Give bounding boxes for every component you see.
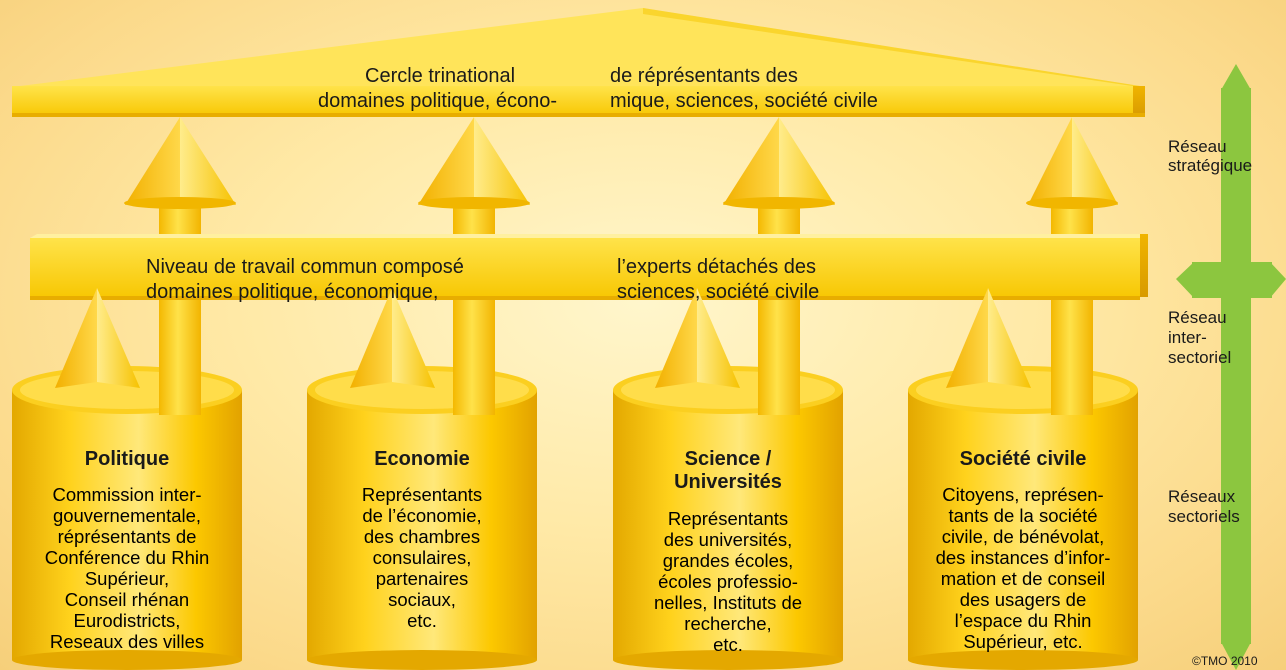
label-reseau-strategique-l1: Réseau [1168,137,1227,156]
lower-cones [55,288,1031,388]
pillar-line: Eurodistricts, [73,610,181,631]
roof-text-l1-left: Cercle trinational [365,65,516,87]
pillar-line: réprésentants de [57,526,197,547]
pillar-line: recherche, [684,613,772,634]
pillar-title-societe-civile: Société civile [959,448,1087,470]
pillar-body-economie: Représentants de l’économie, des chambre… [307,484,537,631]
pillar-line: des instances d’infor- [935,547,1111,568]
pillar-line: Conférence du Rhin [44,547,210,568]
pillar-line: Supérieur, etc. [963,631,1083,652]
pillar-line: écoles professio- [658,571,798,592]
pillar-line: grandes écoles, [662,550,794,571]
copyright: ©TMO 2010 [1192,654,1258,668]
pillar-line: Représentants [361,484,483,505]
pillar-line: des chambres [363,526,481,547]
pillar-title-politique: Politique [84,448,170,470]
pillar-body-societe-civile: Citoyens, représen- tants de la société … [908,484,1138,652]
pillar-title-science-l2: Universités [674,471,782,493]
pillar-line: civile, de bénévolat, [941,526,1105,547]
pillar-body-science: Représentants des universités, grandes é… [613,508,843,655]
pillar-title-economie: Economie [374,448,470,470]
pillar-line: Supérieur, [84,568,170,589]
pillar-title-science-l1: Science / [684,448,772,470]
pillar-line: Conseil rhénan [64,589,190,610]
pillar-line: Commission inter- [52,484,202,505]
label-reseaux-sectoriels-l1: Réseaux [1168,487,1236,506]
pillar-line: Citoyens, représen- [942,484,1104,505]
pillar-line: Représentants [667,508,789,529]
middle-bar [30,234,1148,300]
bar-text-l1-left: Niveau de travail commun composé [146,256,464,278]
roof-text-l2-right: mique, sciences, société civile [610,90,878,112]
upper-cones [124,117,1118,209]
bar-text-l2-left: domaines politique, économique, [146,281,439,303]
pillar-body-politique: Commission inter- gouvernementale, répré… [12,484,242,652]
pillar-line: tants de la société [948,505,1098,526]
label-reseau-intersectoriel-l1: Réseau [1168,308,1227,327]
pillar-line: Reseaux des villes [49,631,205,652]
pillar-line: de l’économie, [362,505,482,526]
bar-text-l2-right: sciences, société civile [617,281,820,303]
label-reseau-strategique-l2: stratégique [1168,156,1253,175]
label-reseau-intersectoriel-l2: inter- [1168,328,1207,347]
pillar-line: mation et de conseil [940,568,1106,589]
pillar-line: l’espace du Rhin [954,610,1092,631]
roof-text-l2-left: domaines politique, écono- [318,90,558,112]
label-reseaux-sectoriels-l2: sectoriels [1168,507,1240,526]
pillar-line: gouvernementale, [52,505,202,526]
pillar-line: partenaires [375,568,469,589]
roof-text-l1-right: de réprésentants des [610,65,798,87]
pillar-line: des universités, [663,529,793,550]
pillar-line: des usagers de [959,589,1087,610]
bar-text-l1-right: l’experts détachés des [617,256,817,278]
roof-shape [12,8,1146,117]
pillar-line: consulaires, [372,547,472,568]
pillar-line: etc. [407,610,437,631]
pillar-line: nelles, Instituts de [653,592,803,613]
pillar-line: sociaux, [388,589,456,610]
green-scale-arrow [1176,64,1286,670]
pillar-line: etc. [713,634,743,655]
label-reseau-intersectoriel-l3: sectoriel [1168,348,1232,367]
